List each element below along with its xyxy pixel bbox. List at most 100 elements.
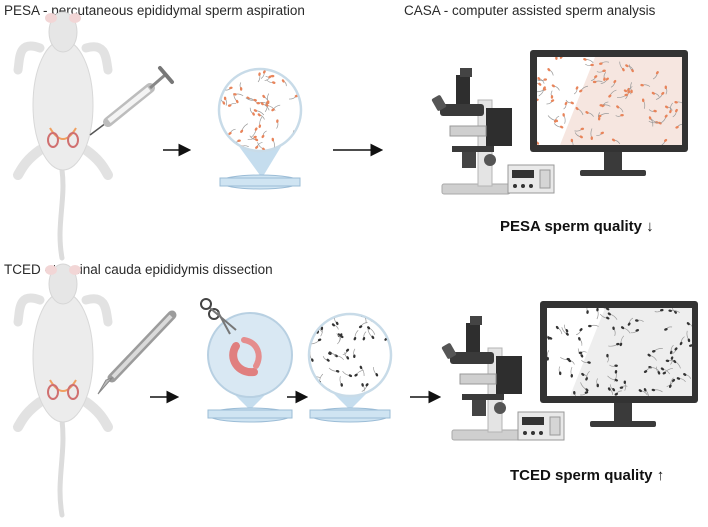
sperm-head	[580, 354, 584, 358]
sperm-head	[660, 367, 665, 371]
sperm-head	[575, 86, 579, 90]
sperm-head	[386, 391, 390, 395]
sperm-head	[679, 341, 683, 346]
sperm-head	[252, 112, 255, 116]
sperm-head	[547, 357, 549, 361]
sperm-head	[627, 90, 631, 94]
sperm-head	[607, 387, 611, 391]
sperm-head	[613, 79, 617, 84]
sperm-head	[606, 316, 610, 320]
sperm-head	[386, 315, 390, 317]
sperm-head	[597, 116, 601, 121]
sperm-head	[652, 350, 656, 353]
sperm-head	[671, 378, 676, 382]
sperm-head	[570, 101, 574, 105]
sperm-head	[223, 96, 227, 101]
sperm-head	[224, 139, 228, 142]
sperm-head	[619, 342, 623, 347]
sperm-head	[554, 119, 559, 123]
sperm-head	[631, 68, 634, 73]
sperm-head	[537, 141, 540, 145]
sperm-head	[579, 135, 583, 139]
sperm-head	[662, 371, 666, 375]
sperm-head	[570, 373, 573, 378]
sperm-head	[271, 137, 275, 142]
sperm-head	[575, 106, 579, 111]
pesa-result-label: PESA sperm quality	[500, 218, 642, 235]
sperm-head	[599, 104, 604, 107]
sperm-head	[614, 364, 618, 367]
sperm-head	[579, 328, 583, 332]
sperm-head	[622, 67, 625, 72]
sperm-head	[239, 87, 243, 91]
sperm-head	[675, 125, 679, 129]
sperm-head	[375, 391, 378, 395]
sperm-head	[585, 377, 588, 381]
sperm-head	[623, 89, 628, 93]
sperm-head	[616, 342, 620, 346]
sperm-head	[676, 377, 681, 380]
sperm-tail	[387, 393, 390, 395]
pesa-result: PESA sperm quality ↓	[500, 218, 654, 235]
sperm-head	[353, 336, 357, 341]
scalpel-icon	[97, 310, 177, 395]
sperm-tail	[382, 315, 387, 323]
sperm-head	[625, 64, 629, 68]
sperm-head	[643, 388, 647, 392]
pesa-title: PESA - percutaneous epididymal sperm asp…	[4, 3, 305, 18]
sperm-head	[602, 69, 606, 72]
sperm-head	[674, 310, 677, 314]
sperm-head	[619, 386, 624, 389]
sperm-head	[578, 337, 581, 341]
sperm-head	[612, 388, 616, 392]
mouse-pesa	[13, 11, 113, 261]
sperm-head	[606, 308, 610, 311]
sperm-head	[340, 383, 343, 387]
sperm-head	[689, 344, 692, 347]
sperm-head	[638, 389, 642, 393]
sperm-head	[320, 326, 324, 331]
sperm-head	[608, 94, 612, 98]
sperm-head	[260, 102, 264, 106]
sperm-head	[317, 338, 322, 342]
sperm-head	[281, 79, 285, 83]
sperm-head	[558, 371, 562, 376]
sperm-head	[564, 101, 568, 106]
sperm-head	[547, 68, 551, 72]
sperm-head	[228, 132, 232, 135]
down-arrow-icon: ↓	[646, 218, 654, 235]
sperm-head	[620, 326, 625, 330]
sperm-head	[386, 384, 389, 389]
sperm-head	[258, 124, 262, 128]
sperm-head	[664, 114, 668, 118]
sperm-head	[258, 72, 261, 76]
sperm-head	[348, 374, 353, 378]
sperm-head	[345, 348, 350, 352]
sperm-head	[627, 322, 631, 326]
sperm-head	[231, 71, 236, 75]
sperm-head	[555, 57, 558, 60]
sperm-head	[592, 80, 597, 84]
sperm-head	[271, 108, 275, 112]
sperm-head	[220, 80, 224, 85]
sperm-head	[257, 113, 261, 117]
sperm-head	[580, 127, 585, 131]
sperm-head	[606, 353, 609, 358]
sperm-head	[311, 358, 314, 362]
sperm-head	[579, 89, 583, 93]
sperm-head	[651, 91, 656, 95]
sperm-head	[233, 93, 237, 96]
sperm-head	[647, 353, 651, 357]
sperm-head	[603, 77, 606, 81]
sperm-head	[578, 351, 583, 355]
sperm-head	[596, 383, 599, 388]
sperm-head	[375, 389, 379, 393]
sperm-head	[669, 109, 672, 114]
sperm-head	[624, 93, 628, 97]
sperm-head	[263, 70, 266, 74]
sperm-head	[562, 113, 565, 117]
sperm-head	[542, 86, 546, 90]
sperm-head	[362, 336, 366, 341]
sperm-head	[600, 131, 604, 135]
sperm-head	[635, 329, 639, 332]
